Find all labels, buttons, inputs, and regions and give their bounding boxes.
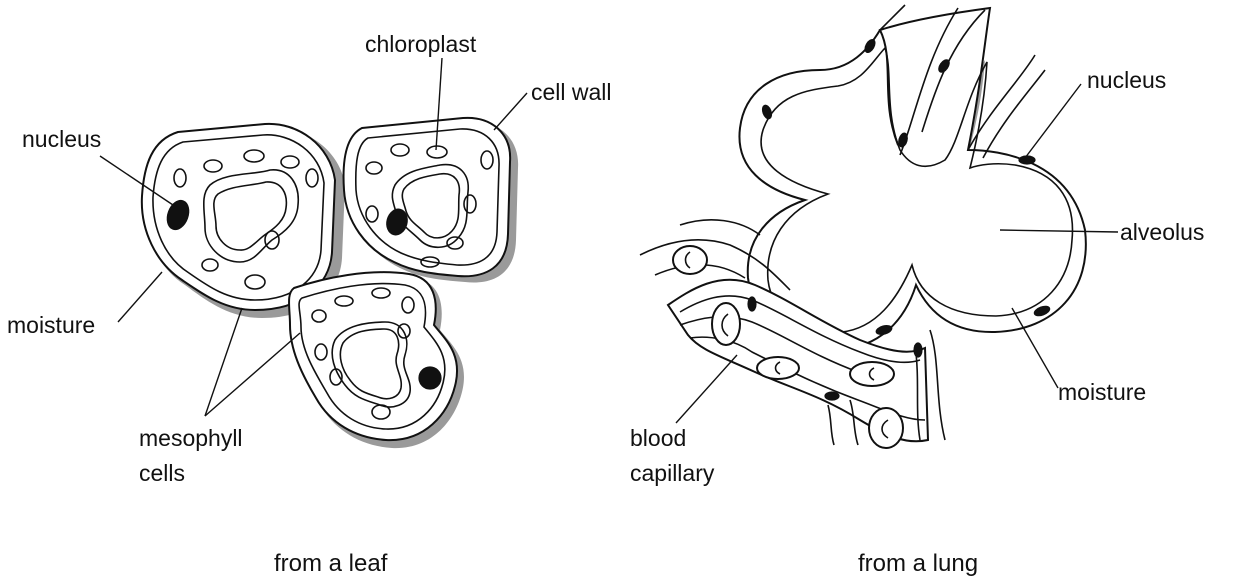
lung-illustration: nucleus alveolus moisture blood capillar…	[630, 5, 1204, 577]
label-leaf-moisture: moisture	[7, 312, 95, 338]
label-blood-line1: blood	[630, 425, 686, 451]
label-mesophyll-line2: cells	[139, 460, 185, 486]
red-blood-cell	[757, 357, 799, 379]
red-blood-cell	[673, 246, 707, 274]
label-leaf-nucleus: nucleus	[22, 126, 101, 152]
leaf-illustration: chloroplast cell wall nucleus moisture m…	[7, 31, 612, 577]
label-chloroplast: chloroplast	[365, 31, 477, 57]
caption-lung: from a lung	[858, 550, 978, 577]
label-lung-nucleus: nucleus	[1087, 67, 1166, 93]
red-blood-cell	[850, 362, 894, 386]
label-cell-wall: cell wall	[531, 79, 612, 105]
label-lung-moisture: moisture	[1058, 379, 1146, 405]
mesophyll-cell-bottom	[289, 272, 464, 448]
mesophyll-cell-right	[344, 118, 519, 283]
label-blood-line2: capillary	[630, 460, 715, 486]
label-alveolus: alveolus	[1120, 219, 1204, 245]
red-blood-cell	[712, 303, 740, 345]
caption-leaf: from a leaf	[274, 550, 388, 577]
red-blood-cell	[869, 408, 903, 448]
label-mesophyll-line1: mesophyll	[139, 425, 243, 451]
leaf-nucleus-3	[419, 367, 441, 389]
